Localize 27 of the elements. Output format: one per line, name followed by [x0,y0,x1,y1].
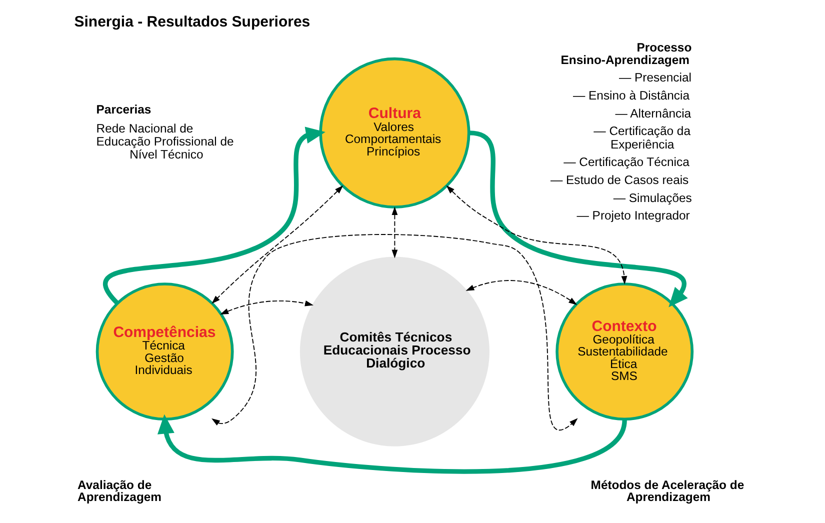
label: — Certificação da Experiência [593,124,690,152]
label: Rede Nacional de Educação Profissional de Nível Técnico [96,121,234,162]
arrow [103,126,325,304]
node-circle: Cultura Valores Comportamentais Princípios [318,57,470,208]
arrow [446,185,627,284]
node-circle: Comitês Técnicos Educacionais Processo Dialógico [299,256,489,446]
label: — Simulações [612,190,692,205]
label: Métodos de Aceleração de Aprendizagem [590,478,744,504]
label: — Ensino à Distância [572,88,689,103]
arrow [468,130,688,308]
label: Parcerias [96,102,151,117]
label: Processo Ensino-Aprendizagem [560,40,692,67]
label: — Presencial [618,70,691,85]
arrow [156,414,626,474]
label: — Estudo de Casos reais [550,172,688,187]
arrow [220,300,313,315]
arrow [465,280,577,305]
label: — Projeto Integrador [576,208,690,223]
node-circle: Contexto Geopolítica Sustentabilidade Ética SMS [555,282,694,421]
arrow [391,206,398,258]
label: — Certificação Técnica [563,155,689,170]
label: Avaliação de Aprendizagem [77,478,162,504]
arrow [211,185,343,304]
arrow [210,234,578,430]
diagram-title: Sinergia - Resultados Superiores [74,14,310,31]
node-circle: Competências Técnica Gestão Individuais [95,282,234,421]
label: — Alternância [614,106,691,120]
